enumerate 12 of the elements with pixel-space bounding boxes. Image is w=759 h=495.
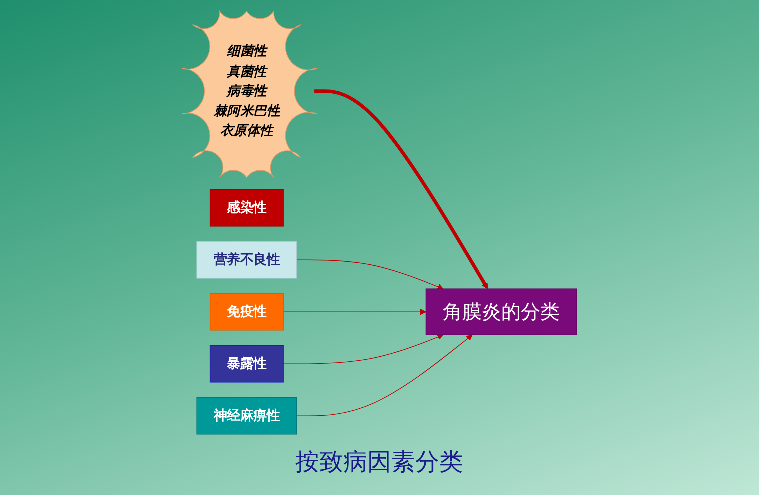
caption-text: 按致病因素分类 [296,448,464,476]
node-box: 感染性 [210,189,284,227]
arrow [314,90,488,290]
node-box: 神经麻痹性 [196,397,298,435]
node-box: 暴露性 [210,345,284,383]
arrow [283,334,444,364]
arrow [283,309,426,316]
node-box: 营养不良性 [196,241,298,279]
node-box: 免疫性 [210,293,284,331]
arrow [296,260,444,290]
arrow [296,334,473,416]
node-box: 角膜炎的分类 [426,288,578,336]
